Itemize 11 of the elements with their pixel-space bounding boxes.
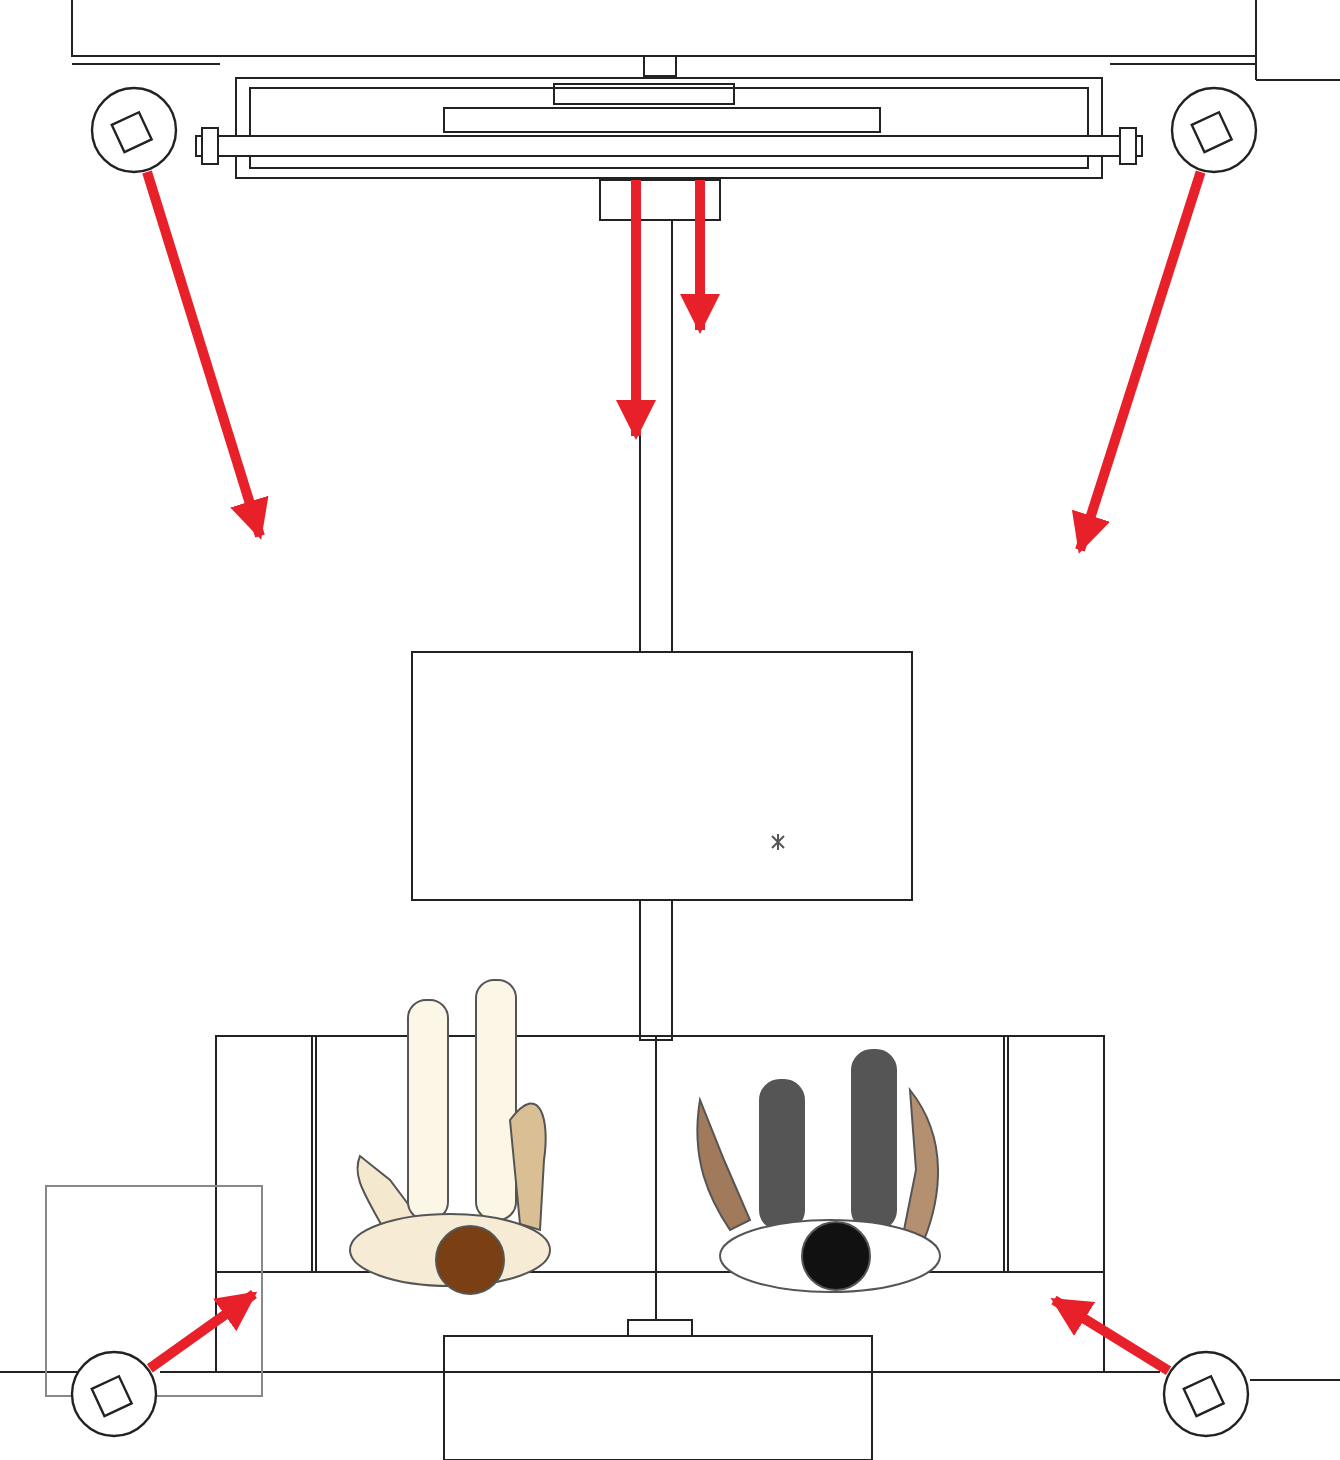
arrow [680,180,720,334]
arrow [1050,1295,1172,1376]
speaker-symbol [70,1350,158,1438]
arrow [142,170,269,540]
arrow [146,1289,258,1373]
arrow [1071,170,1206,554]
arrow [616,180,656,440]
speaker-symbol [90,86,178,174]
speaker-symbol [1170,86,1258,174]
speaker-symbol [1162,1350,1250,1438]
soundbar [194,76,1144,180]
